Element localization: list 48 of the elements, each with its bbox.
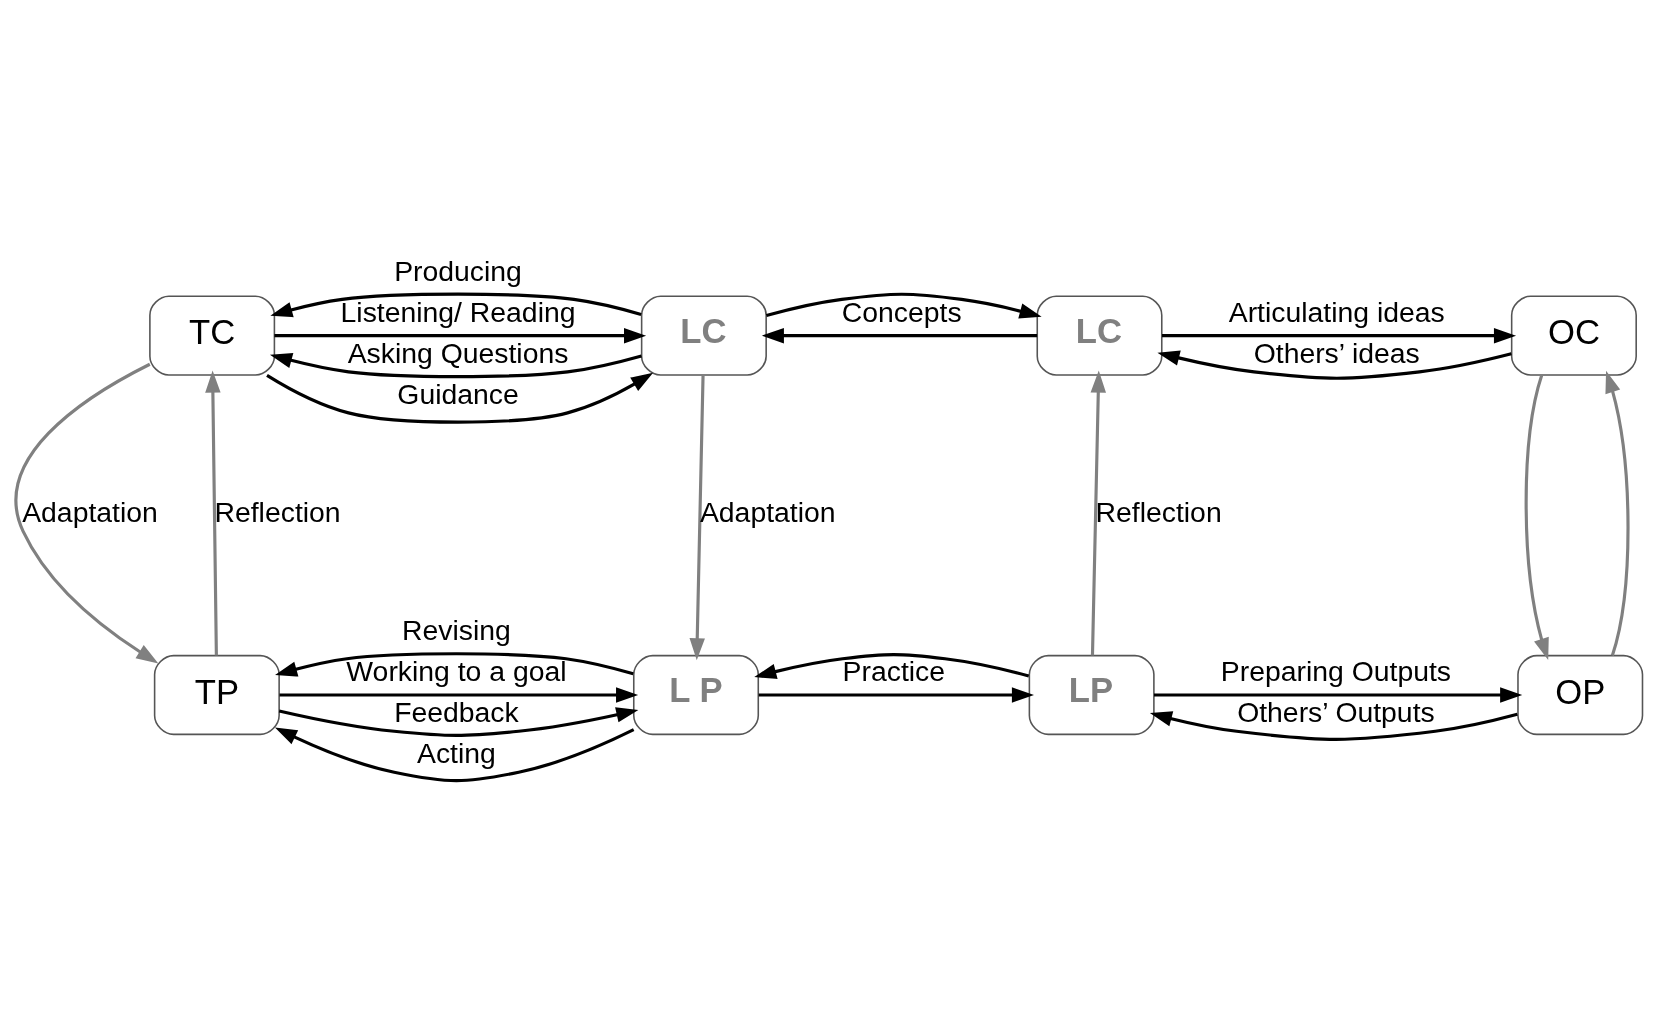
arrow [754, 652, 1030, 679]
node-box: LC [640, 294, 767, 376]
arrow [1154, 686, 1523, 703]
edge-label: Reflection [1095, 495, 1222, 528]
node-box: OC [1510, 294, 1637, 376]
edge-label: Others’ ideas [1253, 336, 1420, 369]
edge-label: Working to a goal [346, 654, 567, 687]
node-box: LC [1036, 294, 1163, 376]
node-box: L P [632, 654, 760, 735]
node-box: LP [1028, 654, 1155, 735]
arrow [1605, 370, 1630, 656]
edge-label: Producing [394, 254, 522, 287]
edge-label: Adaptation [699, 495, 836, 528]
edge-label: Listening/ Reading [340, 295, 576, 328]
arrow [761, 327, 1038, 343]
arrow [275, 651, 634, 677]
node-box: OP [1517, 654, 1644, 735]
arrow [279, 686, 639, 703]
arrow [270, 292, 642, 317]
node-box: TP [153, 654, 280, 735]
arrow [274, 727, 635, 782]
arrow [14, 362, 159, 663]
edge-label: Preparing Outputs [1220, 654, 1452, 687]
edge-label: Concepts [841, 295, 962, 328]
arrow [1157, 349, 1512, 380]
arrow [766, 292, 1042, 319]
arrow [1162, 327, 1517, 343]
arrow [205, 370, 221, 656]
node-box: TC [149, 294, 276, 376]
arrow [278, 706, 639, 737]
arrow [1524, 374, 1549, 660]
edge-label: Feedback [394, 695, 519, 728]
arrow [689, 374, 705, 660]
arrow [270, 352, 642, 378]
arrow [1090, 370, 1106, 656]
edge-label: Guidance [397, 377, 519, 410]
arrow [1149, 710, 1518, 741]
edge-label: Adaptation [22, 495, 158, 528]
arrow [266, 372, 654, 424]
arrow [274, 327, 647, 343]
edge-label: Acting [417, 736, 496, 769]
edge-label: Asking Questions [347, 336, 569, 369]
arrow [758, 686, 1034, 703]
edge-label: Reflection [214, 495, 341, 528]
edge-label: Articulating ideas [1228, 295, 1445, 328]
edge-label: Revising [402, 613, 511, 646]
edge-label: Others’ Outputs [1237, 695, 1435, 728]
edge-label: Practice [842, 654, 946, 687]
